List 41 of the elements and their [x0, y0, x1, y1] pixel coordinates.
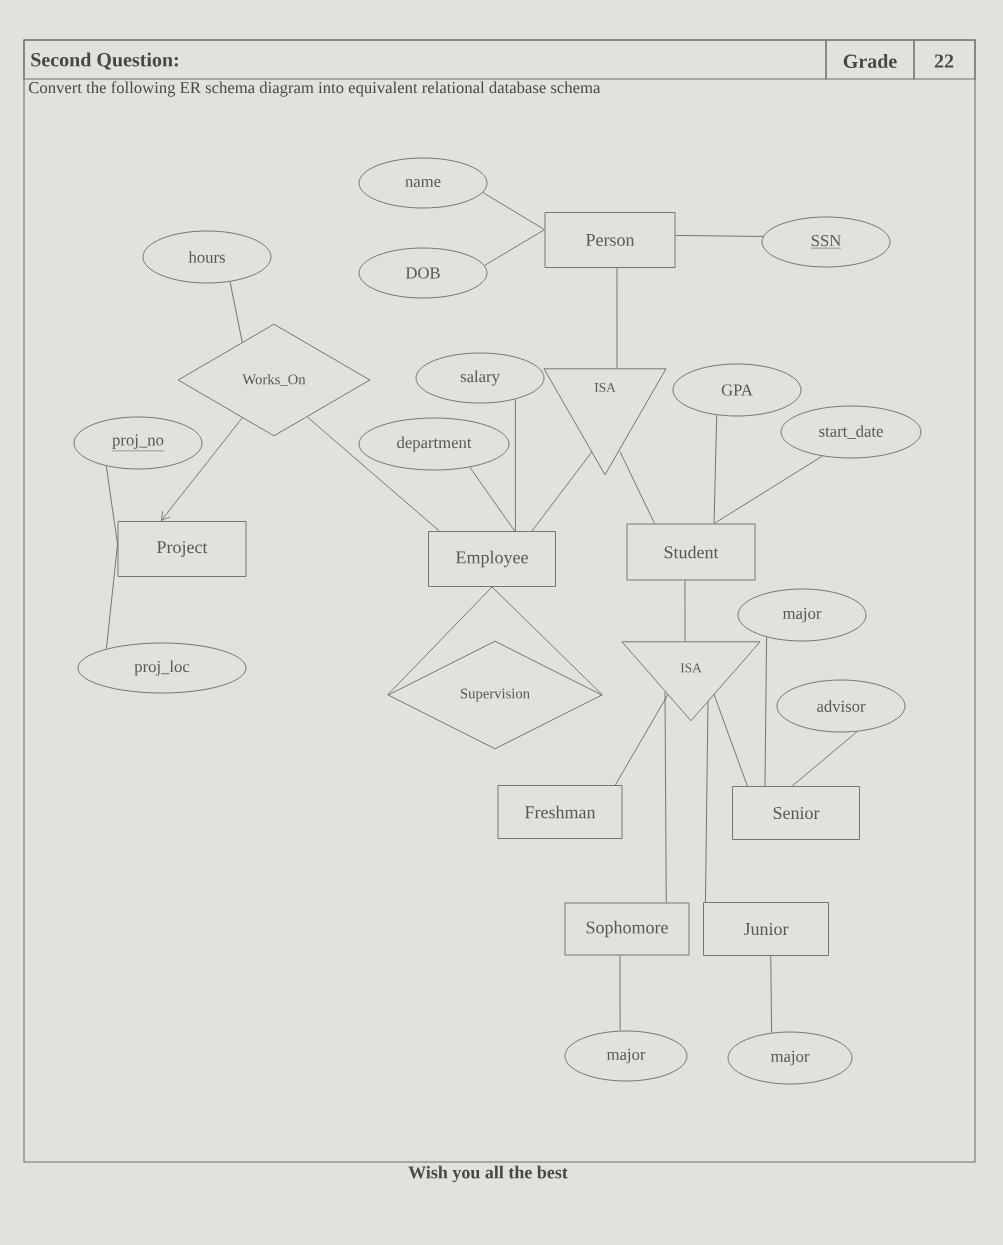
connector-line	[684, 580, 686, 642]
isa-triangle: ISA	[543, 368, 667, 476]
connector-line	[791, 731, 858, 787]
connector-line	[619, 451, 656, 524]
connector-line	[514, 398, 516, 532]
connector-line	[764, 636, 768, 787]
entity-box: Employee	[428, 531, 556, 587]
connector-line	[713, 455, 823, 524]
connector-line	[704, 701, 709, 903]
connector-line	[229, 281, 243, 343]
instruction-text: Convert the following ER schema diagram into equivalent relational database schema	[28, 81, 601, 97]
grade-cell: Grade	[825, 39, 915, 80]
connector-line	[614, 693, 669, 786]
connector-line	[491, 586, 603, 696]
closing-note: Wish you all the best	[408, 1165, 568, 1183]
connector-line	[105, 544, 118, 650]
connector-line	[531, 451, 593, 532]
entity-box: Student	[626, 523, 756, 581]
entity-box: Project	[117, 521, 247, 577]
connector-line	[675, 234, 764, 237]
entity-box: Freshman	[497, 785, 623, 839]
connector-line	[484, 229, 545, 266]
question-heading: Second Question:	[23, 39, 827, 80]
score-cell: 22	[913, 39, 976, 80]
entity-box: Senior	[732, 786, 860, 840]
connector-line	[770, 955, 773, 1034]
connector-line	[713, 414, 718, 524]
connector-line	[482, 192, 545, 231]
connector-line	[105, 465, 118, 545]
isa-triangle: ISA	[621, 641, 761, 722]
arrow	[161, 417, 243, 521]
connector-line	[664, 691, 667, 903]
entity-box: Person	[544, 212, 676, 268]
connector-line	[469, 466, 516, 532]
connector-line	[616, 267, 618, 369]
connector-line	[713, 693, 748, 787]
connector-line	[306, 416, 440, 532]
entity-box: Sophomore	[564, 902, 690, 956]
entity-box: Junior	[703, 902, 829, 956]
connector-line	[387, 586, 493, 696]
connector-line	[619, 955, 621, 1032]
